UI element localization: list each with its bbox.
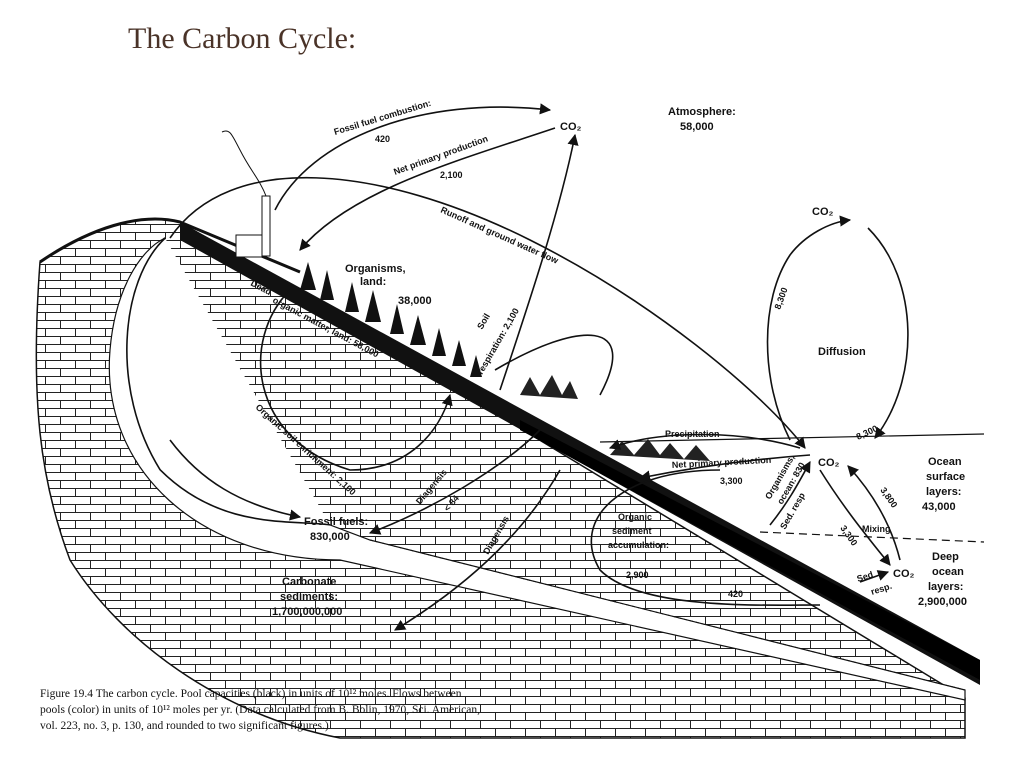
label-co2-top: CO₂	[812, 206, 834, 218]
land-surface	[180, 222, 980, 685]
label-ocean-surface-value: 43,000	[922, 501, 956, 513]
arrow-mixing-up	[847, 465, 901, 561]
figure-caption: Figure 19.4 The carbon cycle. Pool capac…	[40, 686, 570, 734]
label-resp: resp.	[870, 581, 894, 597]
mixing-boundary-line	[759, 531, 985, 543]
slide-title: The Carbon Cycle:	[128, 22, 357, 55]
arrow-mixing-down	[819, 469, 891, 566]
label-diffusion: Diffusion	[818, 346, 866, 358]
label-ocean-surface: Ocean	[928, 456, 962, 468]
label-deep-ocean-value: 2,900,000	[918, 596, 967, 608]
label-fossil-fuels: Fossil fuels:	[304, 516, 368, 528]
flow-arrows	[169, 103, 909, 631]
label-sediment-flow-value: 420	[728, 589, 743, 599]
label-runoff: Runoff and ground water flow	[439, 205, 560, 266]
arrow-organisms-loop	[494, 334, 614, 396]
label-mixing-up-value: 3,800	[878, 485, 899, 509]
label-organisms-land-2: land:	[360, 276, 386, 288]
arrow-runoff	[169, 176, 806, 449]
label-ocean-surface-2: surface	[926, 471, 965, 483]
label-fossil-fuel-combustion: Fossil fuel combustion:	[333, 98, 433, 137]
arrow-diffusion-up	[766, 215, 852, 441]
label-organic-sediment: Organic	[618, 512, 652, 522]
carbonate-rock-layers	[35, 217, 966, 739]
label-atmosphere: Atmosphere:	[668, 106, 736, 118]
arrow-diagenesis-2	[394, 469, 561, 631]
label-carbonate-2: sediments:	[280, 591, 338, 603]
arrow-dead-to-fossil	[169, 439, 302, 521]
label-diffusion-down-value: 8,300	[855, 423, 880, 442]
arrow-ocean-npp	[638, 454, 811, 482]
label-organic-sediment-value: 2,900	[626, 570, 649, 580]
label-soil-respiration: Soil	[475, 312, 492, 331]
label-carbonate: Carbonate	[282, 576, 336, 588]
label-diffusion-up-value: 8,300	[772, 286, 789, 311]
label-ocean-npp-value: 3,300	[720, 476, 743, 486]
caption-line-3: vol. 223, no. 3, p. 130, and rounded to …	[40, 720, 329, 732]
caption-line-2: pools (color) in units of 10¹² moles per…	[40, 704, 480, 716]
label-deep-ocean: Deep	[932, 551, 959, 563]
arrow-sed-resp-deep	[859, 570, 890, 583]
arrow-fossil-combustion	[274, 103, 552, 211]
label-deep-ocean-3: layers:	[928, 581, 963, 593]
label-carbonate-value: 1,700,000,000	[272, 606, 342, 618]
arrow-net-primary-production	[299, 127, 556, 251]
ocean-plankton-icon	[520, 375, 710, 461]
arrow-precipitation	[608, 433, 801, 450]
caption-line-1: Figure 19.4 The carbon cycle. Pool capac…	[40, 688, 462, 700]
label-organisms-land-value: 38,000	[398, 295, 432, 307]
ocean-surface-line	[599, 433, 985, 443]
label-sed: Sed	[856, 569, 875, 584]
label-co2-ocean-surface: CO₂	[818, 457, 840, 469]
arrow-organic-soil-enrichment	[259, 289, 453, 471]
arrow-diagenesis-1	[368, 429, 541, 535]
arrow-diffusion-down	[867, 227, 909, 439]
label-organic-sediment-3: accumulation:	[608, 540, 669, 550]
label-precipitation: Precipitation	[665, 429, 720, 439]
label-co2-deep: CO₂	[893, 568, 915, 580]
label-atmosphere-value: 58,000	[680, 121, 714, 133]
label-organic-sediment-2: sediment	[612, 526, 652, 536]
land-trees-icon	[300, 262, 482, 377]
arrow-soil-respiration	[499, 133, 579, 391]
label-organisms-land: Organisms,	[345, 263, 406, 275]
factory-icon	[221, 130, 271, 258]
label-ocean-surface-3: layers:	[926, 486, 961, 498]
label-fossil-combustion-value: 420	[375, 134, 390, 144]
label-fossil-fuels-value: 830,000	[310, 531, 350, 543]
arrow-sediment-accumulation	[590, 469, 821, 606]
label-npp-value: 2,100	[440, 170, 463, 180]
label-co2-atmosphere: CO₂	[560, 121, 582, 133]
arrow-sed-resp	[769, 461, 811, 526]
label-deep-ocean-2: ocean	[932, 566, 964, 578]
label-mixing: Mixing	[862, 524, 891, 534]
